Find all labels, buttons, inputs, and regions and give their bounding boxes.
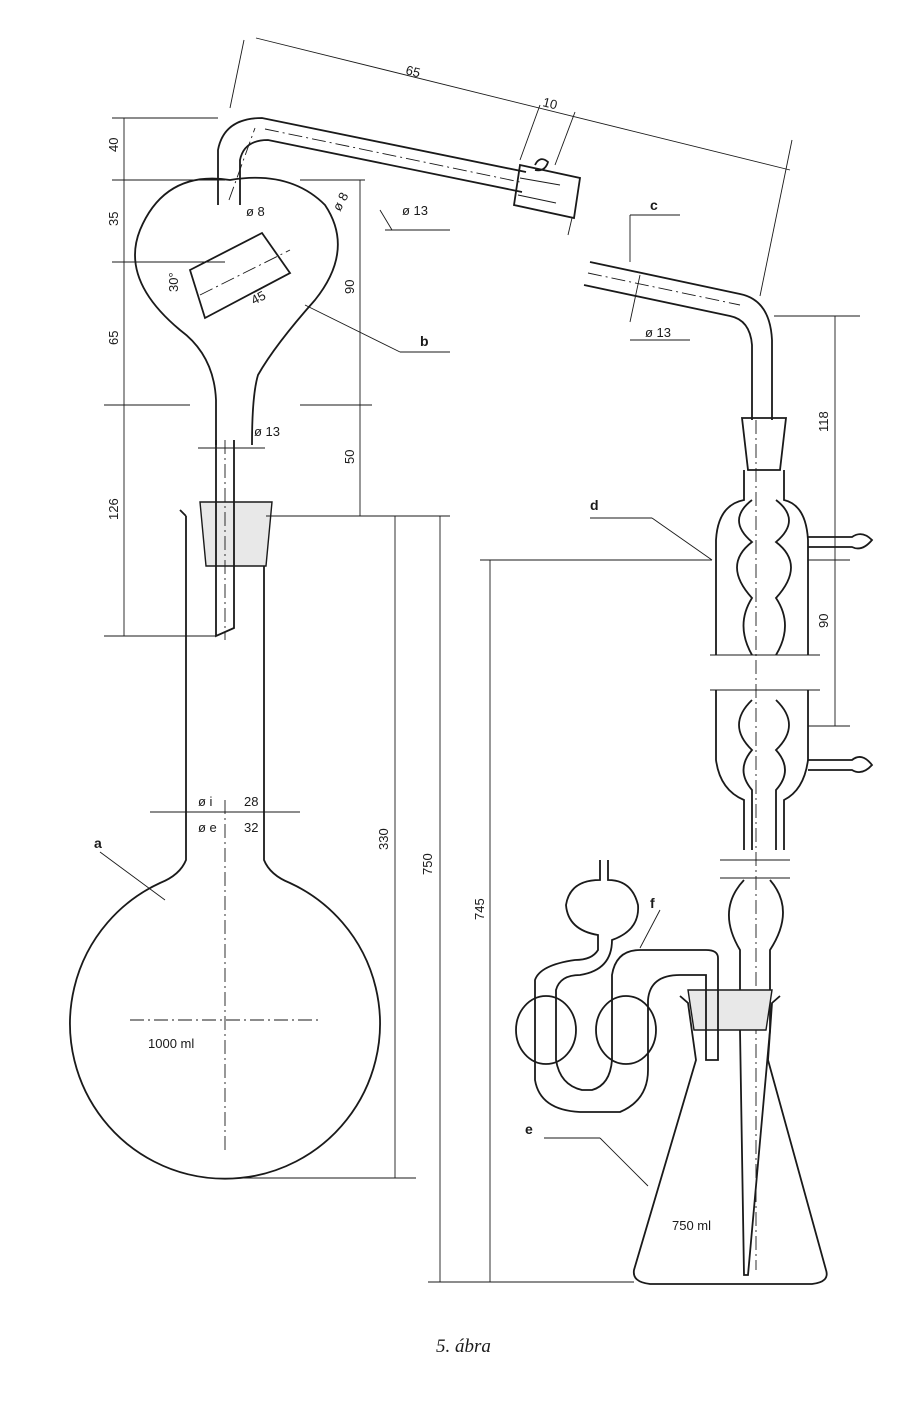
dim-dia-e-value: 32 [244,820,258,835]
dim-10: 10 [541,94,559,112]
delivery-tube-c [583,261,773,420]
absorption-trap-f [515,860,719,1113]
delivery-tube-upper [217,117,527,205]
stopper-flask-a [199,501,273,567]
dim-dia-13-neck: ø 13 [254,424,280,439]
dimension-texts: 65 10 40 35 65 126 90 50 330 750 745 118… [106,62,831,920]
dim-65-top: 65 [404,62,422,80]
label-a: a [94,835,102,851]
dim-45: 45 [248,288,268,308]
label-e: e [525,1121,533,1137]
dim-dia-13-c: ø 13 [645,325,671,340]
dim-dia-8a: ø 8 [246,204,265,219]
dim-90-right: 90 [816,614,831,628]
dim-dia-i-label: ø i [198,794,213,809]
erlenmeyer-flask-e [632,995,828,1285]
figure-caption: 5. ábra [436,1336,491,1357]
dim-745: 745 [472,898,487,920]
label-d: d [590,497,599,513]
volume-flask-a: 1000 ml [148,1036,194,1051]
dim-750: 750 [420,853,435,875]
dim-35: 35 [106,212,121,226]
label-b: b [420,333,429,349]
dimension-lines [99,37,860,1283]
dim-angle-30: 30° [166,272,181,292]
dim-330: 330 [376,828,391,850]
dim-126: 126 [106,498,121,520]
dim-50: 50 [342,450,357,464]
dim-dia-8b: ø 8 [329,190,351,214]
stopper-flask-e [687,989,773,1031]
volume-labels: 1000 ml 750 ml [148,1036,711,1233]
dim-40: 40 [106,138,121,152]
volume-flask-e: 750 ml [672,1218,711,1233]
dim-dia-13-tube: ø 13 [402,203,428,218]
inlet-tube [215,440,235,640]
dim-65-left: 65 [106,331,121,345]
dim-90-bulb: 90 [342,280,357,294]
dim-118: 118 [816,411,831,432]
label-f: f [650,895,655,911]
condenser-d [710,417,874,1276]
label-c: c [650,197,658,213]
dim-dia-e-label: ø e [198,820,217,835]
dim-dia-i-value: 28 [244,794,258,809]
part-labels: a b c d e f [94,197,658,1137]
ground-joint-clamp [512,158,582,236]
